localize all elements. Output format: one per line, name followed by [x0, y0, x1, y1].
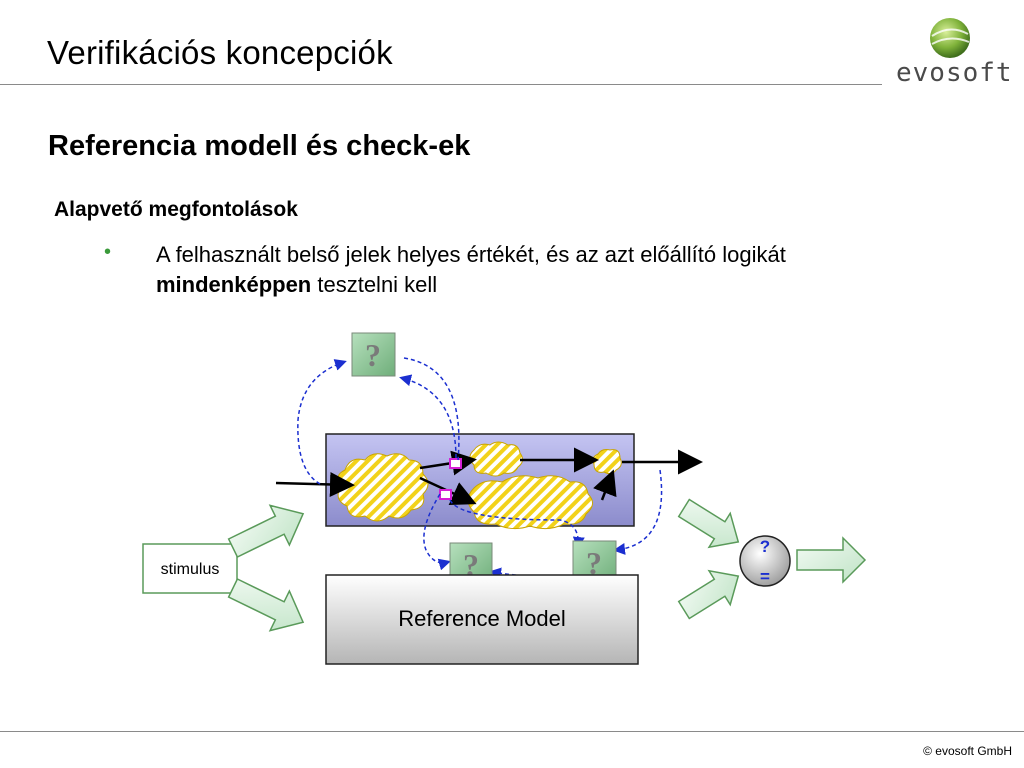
logo-text: evosoft	[896, 58, 1013, 88]
bullet-text-part: A felhasznált belső jelek helyes értékét…	[156, 242, 786, 267]
signal-arrow	[419, 450, 477, 476]
probe-point	[439, 489, 452, 500]
check-glyph: ?	[586, 545, 602, 581]
check-path	[399, 374, 457, 459]
logic-cloud-lower	[467, 475, 593, 530]
footer-copyright: © evosoft GmbH	[923, 744, 1012, 758]
evosoft-logo: evosoft	[886, 14, 1016, 94]
slide-title: Verifikációs koncepciók	[47, 34, 393, 71]
bullet-text-part: tesztelni kell	[311, 272, 438, 297]
signal-arrow	[593, 469, 617, 501]
block-arrow-stimulus-up	[227, 504, 305, 558]
bullet-icon: •	[104, 241, 112, 263]
check-box-top: ?	[351, 332, 396, 377]
block-arrow-result	[796, 536, 867, 584]
subheading: Alapvető megfontolások	[54, 198, 298, 221]
check-path	[297, 359, 347, 485]
check-path	[449, 499, 585, 549]
comparator	[739, 535, 791, 587]
input-signal-arrow	[275, 471, 355, 497]
check-path	[613, 469, 663, 555]
stimulus-block	[142, 543, 238, 594]
section-heading: Referencia modell és check-ek	[48, 130, 471, 162]
comparator-equals: =	[760, 567, 770, 586]
logic-cloud-upper	[469, 441, 524, 477]
check-path	[423, 493, 451, 571]
reference-model-label: Reference Model	[398, 606, 566, 631]
check-glyph: ?	[463, 547, 479, 583]
comparator-question: ?	[759, 537, 771, 556]
probe-point	[449, 458, 462, 469]
block-arrow-ref-to-compare	[677, 569, 740, 620]
reference-model-block	[325, 574, 639, 665]
logic-cloud-input	[337, 453, 429, 522]
title-divider	[0, 84, 882, 85]
check-glyph: ?	[365, 337, 381, 373]
stimulus-label: stimulus	[160, 561, 220, 578]
globe-icon	[930, 18, 970, 58]
footer-divider	[0, 731, 1024, 732]
bullet-text: A felhasznált belső jelek helyes értékét…	[156, 240, 916, 300]
block-arrow-dut-to-compare	[677, 498, 740, 549]
bullet-emphasis: mindenképpen	[156, 272, 312, 297]
block-arrow-stimulus-down	[227, 578, 305, 632]
